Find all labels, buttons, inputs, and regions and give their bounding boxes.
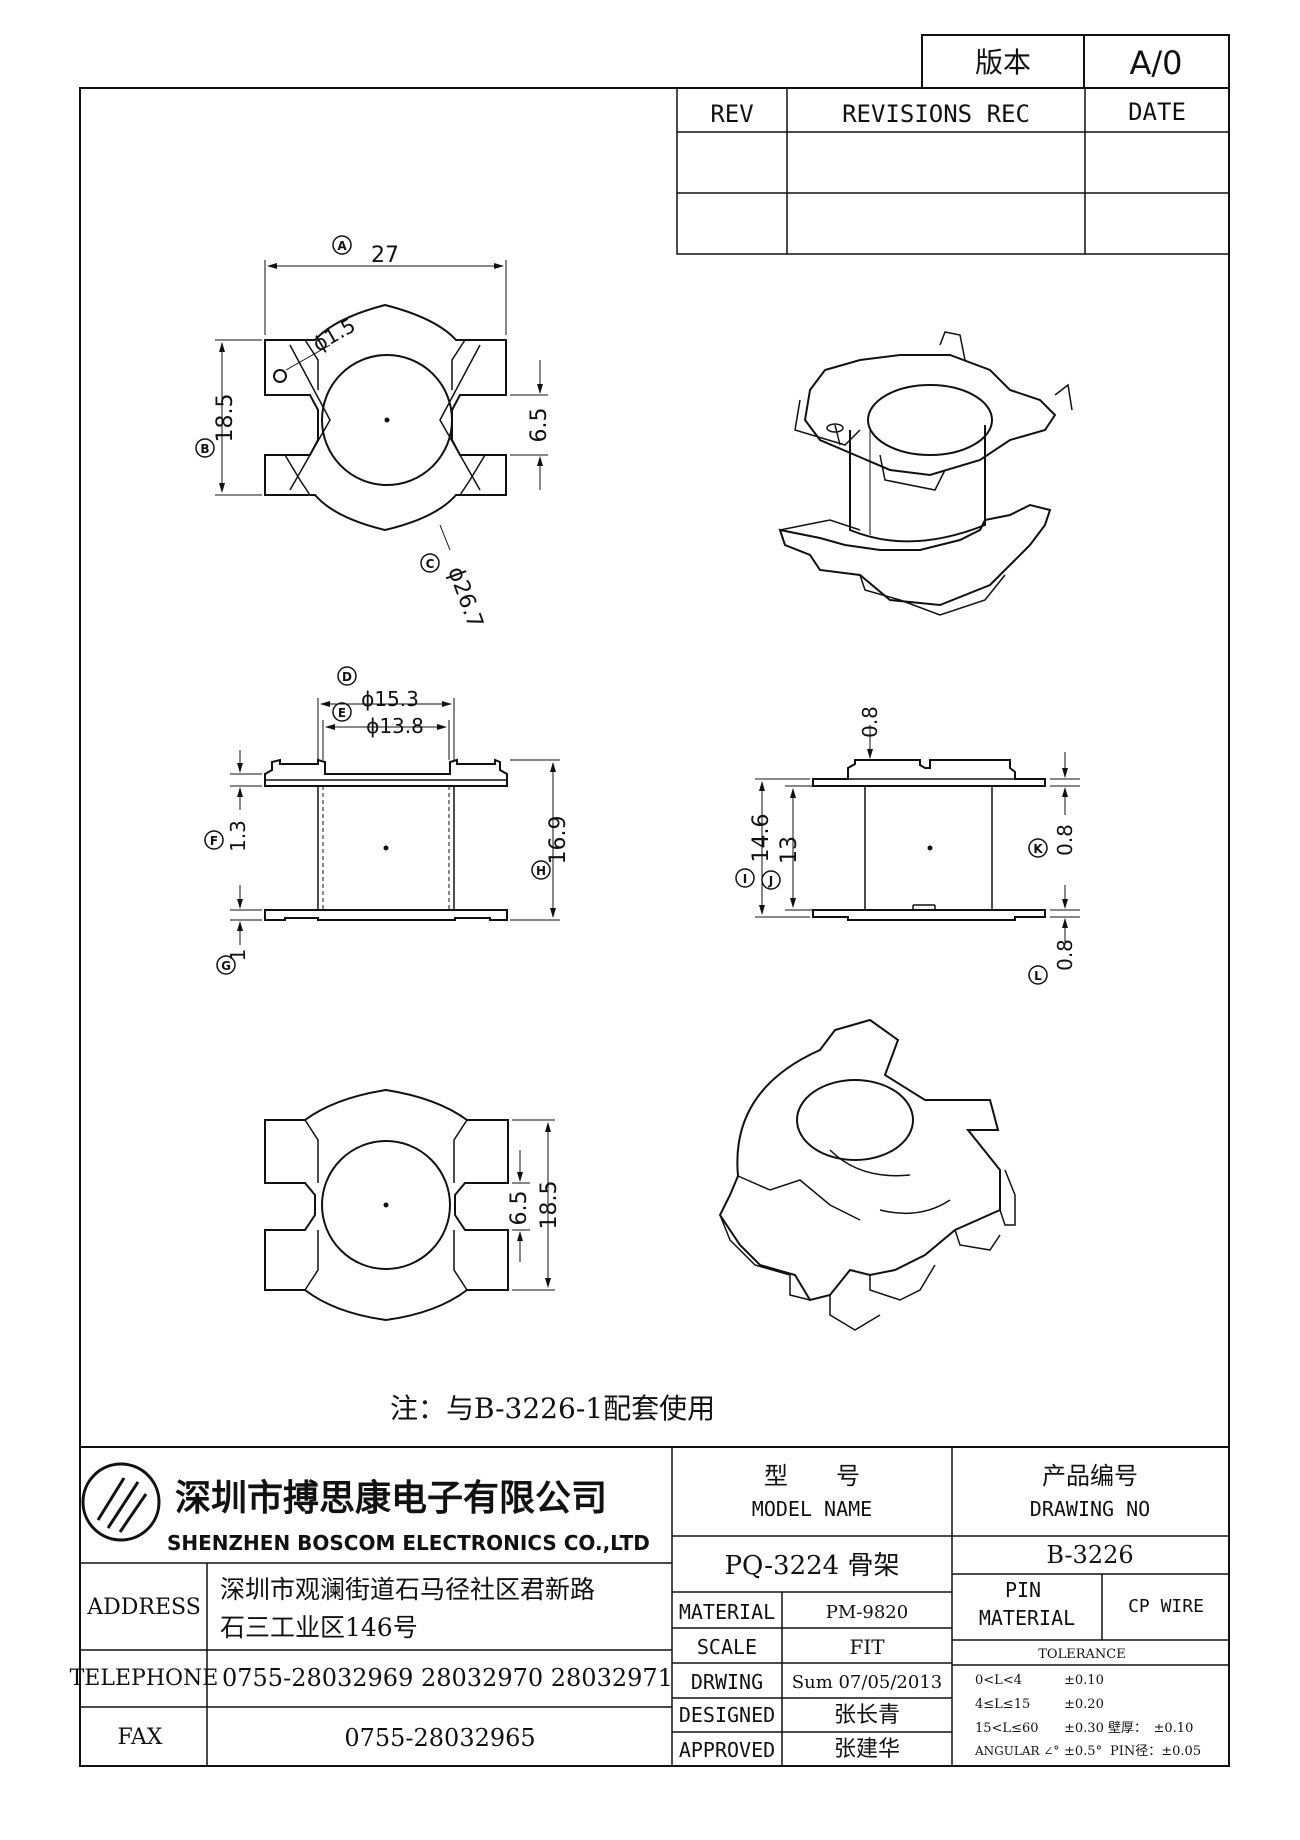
- dim-top-slot-value: 6.5: [527, 408, 552, 443]
- company-name-en: SHENZHEN BOSCOM ELECTRONICS CO.,LTD: [167, 1531, 650, 1555]
- material-label: MATERIAL: [679, 1600, 775, 1624]
- tol-range: 15<L≤60: [975, 1721, 1039, 1736]
- fax-label: FAX: [118, 1725, 163, 1750]
- dim-D-value: ϕ15.3: [361, 687, 419, 711]
- approved-value: 张建华: [834, 1737, 900, 1762]
- telephone-label: TELEPHONE: [70, 1666, 219, 1691]
- pin-material-value: CP WIRE: [1128, 1596, 1204, 1617]
- model-label-en: MODEL NAME: [752, 1497, 872, 1521]
- top-view-dimensions: A 27 ϕ1.5 18.5 B 6.5 C ϕ26.7: [195, 235, 552, 632]
- dim-L-letter: L: [1034, 969, 1042, 983]
- dim-hole-value: ϕ1.5: [309, 313, 360, 356]
- title-block: [80, 1446, 1229, 1766]
- tol-range: 4≤L≤15: [975, 1697, 1030, 1712]
- dim-F-letter: F: [210, 834, 218, 848]
- version-box: 版本 A/0: [921, 34, 1230, 89]
- approved-label: APPROVED: [679, 1738, 775, 1762]
- dim-B-value: 18.5: [213, 394, 238, 443]
- dim-H-value: 16.9: [546, 816, 571, 865]
- drawing-note: 注：与B-3226-1配套使用: [390, 1392, 715, 1425]
- drwing-label: DRWING: [691, 1670, 763, 1694]
- version-value: A/0: [1129, 44, 1182, 82]
- drawing-no-label-cn: 产品编号: [1042, 1462, 1138, 1490]
- revision-table: REV REVISIONS REC DATE: [676, 87, 1230, 255]
- pin-label: PIN: [1005, 1578, 1041, 1602]
- tol-value: ±0.5°: [1064, 1744, 1102, 1759]
- dim-J-value: 13: [777, 836, 802, 864]
- dim-A-value: 27: [371, 243, 399, 268]
- scale-value: FIT: [849, 1635, 885, 1659]
- pin-material-label: MATERIAL: [979, 1606, 1075, 1630]
- tol-value: ±0.30: [1064, 1721, 1104, 1736]
- dim-side-top-value: 0.8: [858, 706, 882, 738]
- drawing-no-label-en: DRAWING NO: [1030, 1497, 1150, 1521]
- dim-G-letter: G: [221, 959, 231, 973]
- isometric-view-bottom: [718, 1018, 1016, 1331]
- telephone-value: 0755-28032969 28032970 28032971: [222, 1664, 673, 1692]
- tol-extra: 壁厚： ±0.10: [1108, 1721, 1193, 1736]
- address-line-2: 石三工业区146号: [220, 1613, 418, 1642]
- side-view-dimensions: 0.8 14.6 I 13 J 0.8 K 0.8 L: [735, 706, 1080, 985]
- tolerance-title: TOLERANCE: [1038, 1647, 1125, 1662]
- side-view: [812, 759, 1046, 921]
- material-value: PM-9820: [826, 1602, 908, 1623]
- designed-label: DESIGNED: [679, 1703, 775, 1727]
- dim-L-value: 0.8: [1053, 939, 1077, 971]
- dim-I-value: 14.6: [749, 814, 774, 863]
- dim-C-value: ϕ26.7: [442, 564, 487, 632]
- tol-value: ±0.20: [1064, 1697, 1104, 1712]
- front-view: [264, 758, 508, 921]
- dim-E-value: ϕ13.8: [366, 714, 424, 738]
- bottom-view-dimensions: 6.5 18.5: [507, 1119, 562, 1291]
- tol-value: ±0.10: [1064, 1673, 1104, 1688]
- dim-J-letter: J: [768, 874, 773, 888]
- address-label: ADDRESS: [86, 1595, 201, 1620]
- drawing-frame: [79, 87, 1230, 1767]
- front-view-dimensions: D ϕ15.3 E ϕ13.8 1.3 F 1 G 16.9 H: [204, 666, 571, 975]
- company-name-cn: 深圳市搏思康电子有限公司: [175, 1477, 607, 1519]
- address-line-1: 深圳市观澜街道石马径社区君新路: [220, 1575, 595, 1604]
- isometric-view-top: [778, 331, 1073, 616]
- tolerance-table: 0<L<4 ±0.10 4≤L≤15 ±0.20 15<L≤60 ±0.30 壁…: [974, 1673, 1201, 1759]
- company-logo: [81, 1462, 161, 1542]
- dim-F-value: 1.3: [226, 820, 250, 852]
- dim-H-letter: H: [536, 864, 546, 878]
- tol-extra: PIN径：±0.05: [1110, 1744, 1201, 1759]
- dim-B-letter: B: [200, 442, 209, 456]
- bottom-view: [264, 1088, 509, 1322]
- dim-D-letter: D: [342, 670, 352, 684]
- dim-C-letter: C: [426, 557, 435, 571]
- drawing-no-value: B-3226: [1046, 1541, 1133, 1569]
- dim-I-letter: I: [743, 872, 747, 886]
- tol-range: ANGULAR ∠°: [974, 1744, 1059, 1758]
- model-value: PQ-3224 骨架: [725, 1551, 900, 1581]
- version-label: 版本: [975, 46, 1031, 79]
- dim-bottom-slot-value: 6.5: [507, 1191, 532, 1226]
- designed-value: 张长青: [834, 1703, 900, 1728]
- tol-range: 0<L<4: [975, 1673, 1022, 1688]
- dim-K-value: 0.8: [1053, 824, 1077, 856]
- revisions-rec-header: REVISIONS REC: [842, 100, 1030, 128]
- drwing-value: Sum 07/05/2013: [792, 1672, 942, 1693]
- model-label-cn: 型 号: [764, 1462, 860, 1490]
- date-header: DATE: [1128, 98, 1186, 126]
- scale-label: SCALE: [697, 1635, 757, 1659]
- dim-E-letter: E: [338, 706, 346, 720]
- dim-K-letter: K: [1033, 842, 1043, 856]
- rev-header: REV: [710, 100, 753, 128]
- top-view: [264, 303, 507, 532]
- dim-bottom-height-value: 18.5: [537, 1181, 562, 1230]
- fax-value: 0755-28032965: [344, 1724, 535, 1752]
- dim-A-letter: A: [337, 239, 347, 253]
